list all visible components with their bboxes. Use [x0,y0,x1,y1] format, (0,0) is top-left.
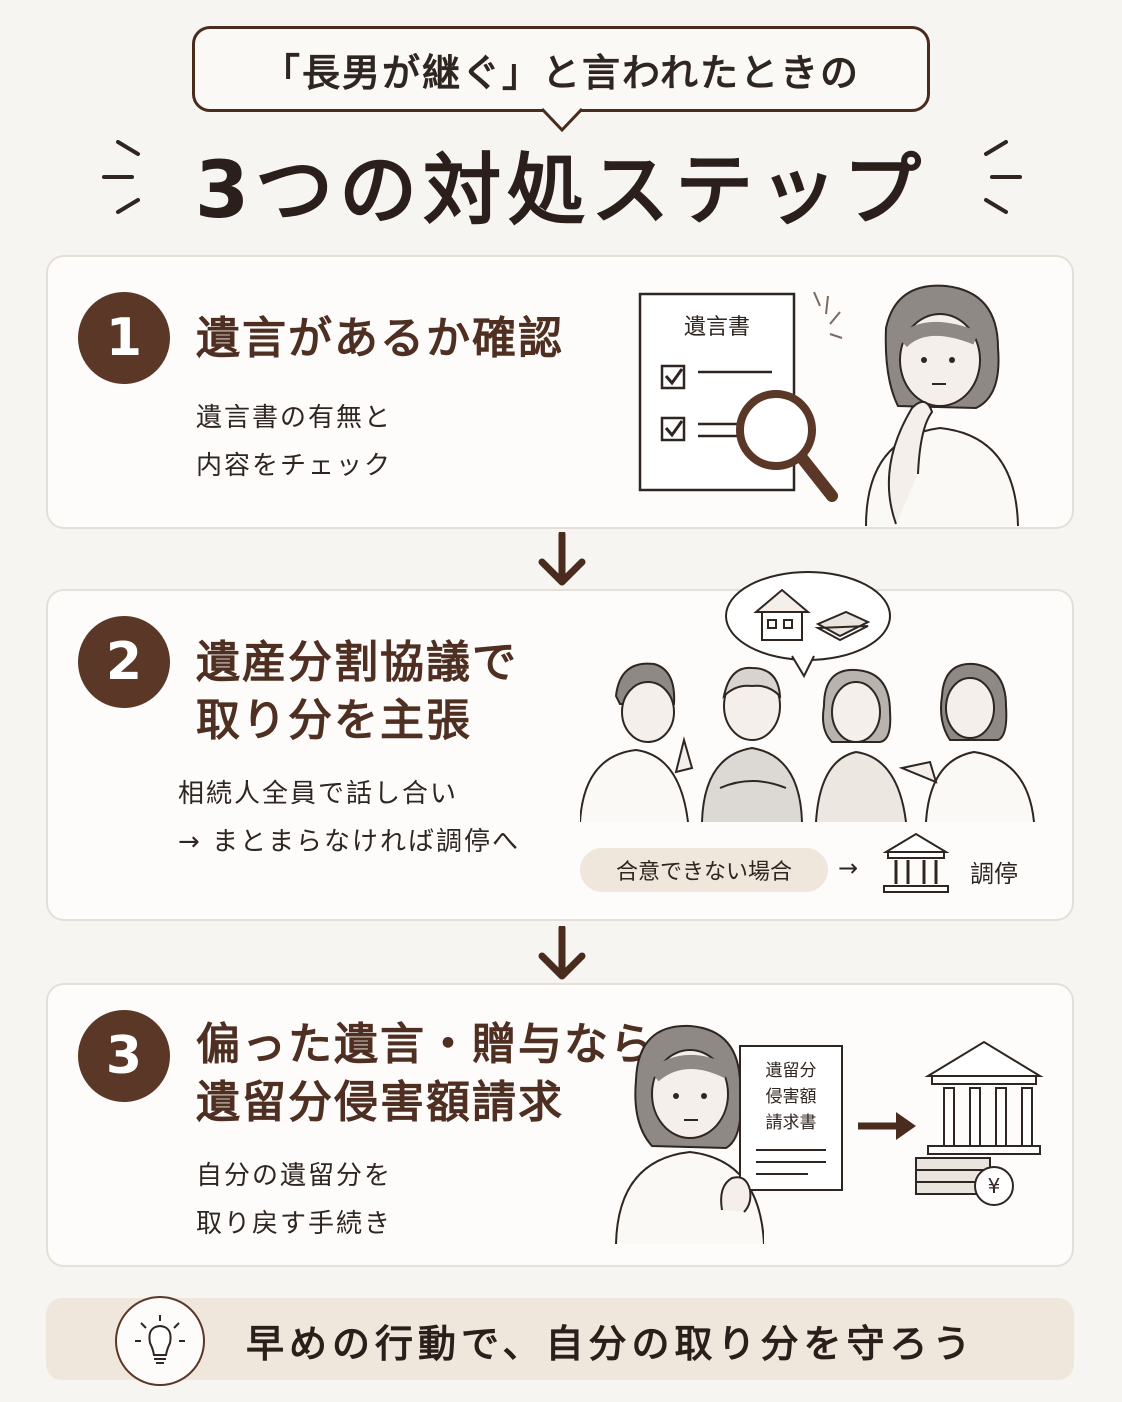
step-2-title-line-1: 遺産分割協議で [196,637,518,688]
step-2-desc-line-2: → まとまらなければ調停へ [178,827,521,857]
thinking-woman-icon [865,284,1019,526]
step-2-title-line-2: 取り分を主張 [196,695,472,746]
step-3-description: 自分の遺留分を 取り戻す手続き [196,1152,392,1248]
mediation-label-text: 調停 [970,860,1018,888]
claim-doc-line-3: 請求書 [766,1113,817,1133]
family-discussion-icon [580,662,1035,822]
step-2-number: 2 [105,632,143,692]
emphasis-lines-icon [813,291,843,339]
page-title: 3つの対処ステップ [150,134,972,236]
step-2-title: 遺産分割協議で 取り分を主張 [196,634,518,750]
step-3-title: 偏った遺言・贈与なら 遺留分侵害額請求 [196,1016,656,1132]
arrow-down-icon [538,532,586,586]
pill-arrow-glyph: → [838,854,859,882]
arrow-down-icon [538,926,586,980]
yen-coin-symbol: ¥ [988,1174,1001,1198]
speech-bubble-tail [540,108,584,133]
will-document-label: 遺言書 [684,315,750,340]
step-1-desc-line-2: 内容をチェック [196,451,393,481]
step-2-description: 相続人全員で話し合い → まとまらなければ調停へ [178,770,520,866]
header-bubble: 「長男が継ぐ」と言われたときの [192,26,930,112]
step-2-card [46,589,1074,921]
lightbulb-icon [135,1315,185,1364]
header-bubble-text: 「長男が継ぐ」と言われたときの [261,50,861,95]
claim-doc-line-2: 侵害額 [766,1087,817,1107]
will-document-icon: 遺言書 [638,292,838,502]
bank-money-icon: ¥ [915,1040,1044,1206]
page-title-text: 3つの対処ステップ [194,146,928,236]
footer-message: 早めの行動で、自分の取り分を守ろう [246,1312,975,1368]
sparkle-left-icon [102,140,140,214]
step-3-desc-line-1: 自分の遺留分を [196,1161,393,1191]
step-1-number: 1 [105,308,143,368]
thought-bubble-icon [725,571,891,679]
step-3-number: 3 [105,1026,143,1086]
claim-doc-line-1: 遺留分 [766,1061,817,1081]
sparkle-right-icon [984,140,1022,214]
step-2-desc-line-1: 相続人全員で話し合い [178,779,459,809]
step-1-title: 遺言があるか確認 [196,310,564,368]
step-1-description: 遺言書の有無と 内容をチェック [196,394,392,490]
step-3-number-badge: 3 [78,1010,170,1102]
step-3-title-line-1: 偏った遺言・贈与なら [196,1019,656,1070]
pill-arrow: → [838,854,858,882]
courthouse-icon [882,832,950,893]
lightbulb-badge [115,1296,205,1386]
step-3-title-line-2: 遺留分侵害額請求 [196,1077,564,1128]
disagreement-pill: 合意できない場合 [580,848,828,892]
step-1-number-badge: 1 [78,292,170,384]
mediation-label: 調停 [970,854,1018,889]
claim-document-icon: 遺留分 侵害額 請求書 [739,1045,843,1191]
arrow-right-icon [858,1112,916,1140]
footer-banner [46,1298,1074,1380]
step-2-number-badge: 2 [78,616,170,708]
step-1-desc-line-1: 遺言書の有無と [196,403,393,433]
hand-icon [720,1176,752,1213]
disagreement-pill-label: 合意できない場合 [615,860,792,885]
footer-message-text: 早めの行動で、自分の取り分を守ろう [246,1321,976,1366]
step-1-title-line: 遺言があるか確認 [196,313,564,364]
step-3-desc-line-2: 取り戻す手続き [196,1209,393,1239]
